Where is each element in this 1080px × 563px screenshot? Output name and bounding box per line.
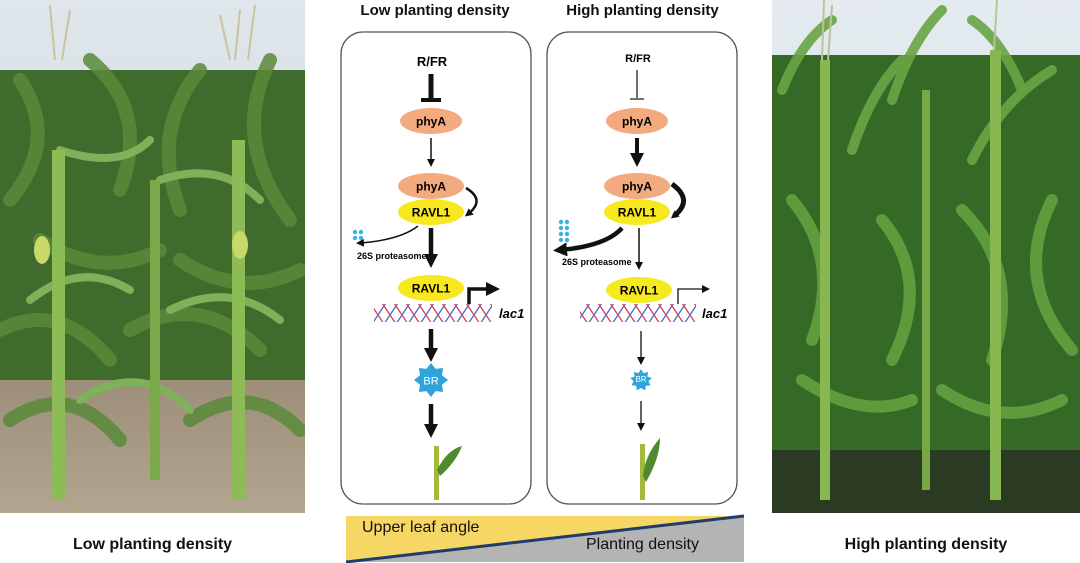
low-phyA-complex-node: [398, 173, 464, 199]
high-br-label: BR: [635, 375, 646, 384]
low-ravl1-label: RAVL1: [412, 282, 451, 296]
low-density-title: Low planting density: [360, 2, 510, 19]
high-br-node: [630, 369, 652, 391]
low-ravl1-node: [398, 275, 464, 301]
low-ravl1-complex-node: [398, 199, 464, 225]
high-phyA-complex-node: [604, 173, 670, 199]
high-phyA-label: phyA: [622, 115, 652, 129]
low-leaf-angle-icon: [434, 446, 462, 500]
signaling-pathway-diagram: R/FR phyA phyA RAVL1 26S proteasome RAVL…: [340, 31, 745, 563]
high-degradation-dots: [558, 219, 570, 243]
high-signal-label: R/FR: [625, 53, 651, 65]
upper-leaf-angle-label: Upper leaf angle: [362, 519, 480, 536]
low-proteasome-label: 26S proteasome: [357, 251, 427, 261]
planting-density-label: Planting density: [586, 536, 699, 553]
density-gradient-wedge: [345, 514, 745, 563]
low-gene-label: lac1: [499, 306, 524, 321]
high-density-caption: High planting density: [844, 536, 1008, 553]
low-dna-helix: [374, 304, 492, 322]
low-phyA-node: [400, 108, 462, 134]
high-phyA-node: [606, 108, 668, 134]
low-density-caption: Low planting density: [72, 536, 233, 553]
high-ravl1-label: RAVL1: [620, 284, 659, 298]
high-ravl1-node: [606, 277, 672, 303]
photo-low-density-field: [0, 0, 305, 513]
high-proteasome-label: 26S proteasome: [562, 257, 632, 267]
photo-high-density-field: [772, 0, 1080, 513]
low-density-panel: [340, 31, 532, 505]
high-ravl1-complex-node: [604, 199, 670, 225]
low-signal-label: R/FR: [417, 54, 448, 69]
low-br-node: [414, 363, 448, 397]
high-density-panel: [546, 31, 738, 505]
low-ravl1-complex-label: RAVL1: [412, 206, 451, 220]
high-phyA-complex-label: phyA: [622, 180, 652, 194]
high-dna-helix: [580, 304, 696, 322]
high-leaf-angle-icon: [640, 438, 660, 500]
low-degradation-dots: [352, 229, 364, 241]
low-phyA-label: phyA: [416, 115, 446, 129]
low-phyA-complex-label: phyA: [416, 180, 446, 194]
low-br-label: BR: [423, 376, 438, 388]
high-ravl1-complex-label: RAVL1: [618, 206, 657, 220]
high-gene-label: lac1: [702, 306, 727, 321]
high-density-title: High planting density: [566, 2, 719, 19]
